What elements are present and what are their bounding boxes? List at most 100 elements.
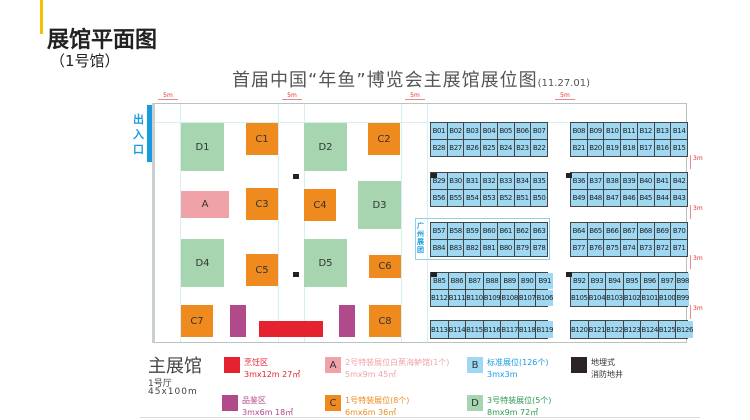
booth-b88[interactable]: B88	[483, 273, 501, 289]
booth-b14[interactable]: B14	[671, 123, 687, 139]
booth-b107[interactable]: B107	[518, 290, 536, 306]
booth-b34[interactable]: B34	[514, 173, 531, 189]
booth-b115[interactable]: B115	[466, 321, 483, 338]
booth-b87[interactable]: B87	[466, 273, 483, 289]
booth-b41[interactable]: B41	[654, 173, 671, 189]
tasting-area[interactable]	[230, 305, 246, 337]
booth-b62[interactable]: B62	[514, 223, 531, 239]
booth-b109[interactable]: B109	[483, 290, 501, 306]
booth-b104[interactable]: B104	[588, 290, 606, 306]
booth-c7[interactable]: C7	[181, 305, 213, 337]
booth-b06[interactable]: B06	[514, 123, 531, 139]
booth-b38[interactable]: B38	[604, 173, 621, 189]
booth-b99[interactable]: B99	[676, 290, 689, 306]
booth-b120[interactable]: B120	[571, 321, 588, 338]
booth-b64[interactable]: B64	[571, 223, 587, 239]
booth-b67[interactable]: B67	[621, 223, 637, 239]
booth-b113[interactable]: B113	[431, 321, 448, 338]
booth-b97[interactable]: B97	[658, 273, 676, 289]
booth-d3[interactable]: D3	[358, 181, 401, 229]
booth-b60[interactable]: B60	[481, 223, 497, 239]
booth-b16[interactable]: B16	[654, 140, 671, 156]
booth-b106[interactable]: B106	[536, 290, 553, 306]
booth-c2[interactable]: C2	[368, 123, 400, 155]
booth-c1[interactable]: C1	[246, 123, 278, 155]
booth-b53[interactable]: B53	[481, 190, 497, 206]
booth-c6[interactable]: C6	[369, 255, 401, 278]
booth-b72[interactable]: B72	[654, 240, 671, 256]
booth-b58[interactable]: B58	[447, 223, 464, 239]
booth-b30[interactable]: B30	[447, 173, 464, 189]
booth-b117[interactable]: B117	[501, 321, 518, 338]
booth-b15[interactable]: B15	[671, 140, 687, 156]
booth-b45[interactable]: B45	[637, 190, 654, 206]
booth-b65[interactable]: B65	[587, 223, 604, 239]
booth-b07[interactable]: B07	[531, 123, 547, 139]
booth-b96[interactable]: B96	[641, 273, 658, 289]
booth-b59[interactable]: B59	[464, 223, 481, 239]
booth-b90[interactable]: B90	[518, 273, 536, 289]
booth-b09[interactable]: B09	[587, 123, 604, 139]
booth-b100[interactable]: B100	[658, 290, 676, 306]
booth-b49[interactable]: B49	[571, 190, 587, 206]
booth-b95[interactable]: B95	[623, 273, 641, 289]
booth-b71[interactable]: B71	[671, 240, 687, 256]
booth-b92[interactable]: B92	[571, 273, 588, 289]
booth-b31[interactable]: B31	[464, 173, 481, 189]
booth-b13[interactable]: B13	[654, 123, 671, 139]
booth-b24[interactable]: B24	[497, 140, 514, 156]
booth-b81[interactable]: B81	[481, 240, 497, 256]
booth-b119[interactable]: B119	[536, 321, 553, 338]
booth-b63[interactable]: B63	[531, 223, 547, 239]
booth-b46[interactable]: B46	[621, 190, 637, 206]
booth-b28[interactable]: B28	[431, 140, 447, 156]
booth-c4[interactable]: C4	[304, 189, 336, 221]
booth-b25[interactable]: B25	[481, 140, 497, 156]
booth-b82[interactable]: B82	[464, 240, 481, 256]
booth-b44[interactable]: B44	[654, 190, 671, 206]
booth-b79[interactable]: B79	[514, 240, 531, 256]
booth-b20[interactable]: B20	[587, 140, 604, 156]
booth-b69[interactable]: B69	[654, 223, 671, 239]
booth-b84[interactable]: B84	[431, 240, 447, 256]
booth-b08[interactable]: B08	[571, 123, 587, 139]
booth-b94[interactable]: B94	[606, 273, 623, 289]
booth-b03[interactable]: B03	[464, 123, 481, 139]
booth-b19[interactable]: B19	[604, 140, 621, 156]
booth-c8[interactable]: C8	[369, 305, 401, 337]
booth-b111[interactable]: B111	[448, 290, 466, 306]
booth-b21[interactable]: B21	[571, 140, 587, 156]
booth-c5[interactable]: C5	[246, 254, 278, 286]
booth-b75[interactable]: B75	[604, 240, 621, 256]
booth-b101[interactable]: B101	[641, 290, 658, 306]
booth-b57[interactable]: B57	[431, 223, 447, 239]
booth-b110[interactable]: B110	[466, 290, 483, 306]
booth-b22[interactable]: B22	[531, 140, 547, 156]
booth-b33[interactable]: B33	[497, 173, 514, 189]
booth-b73[interactable]: B73	[637, 240, 654, 256]
booth-b12[interactable]: B12	[637, 123, 654, 139]
booth-b52[interactable]: B52	[497, 190, 514, 206]
tasting-area[interactable]	[339, 305, 355, 337]
booth-b80[interactable]: B80	[497, 240, 514, 256]
booth-b23[interactable]: B23	[514, 140, 531, 156]
booth-b70[interactable]: B70	[671, 223, 687, 239]
booth-b83[interactable]: B83	[447, 240, 464, 256]
booth-b108[interactable]: B108	[501, 290, 518, 306]
booth-b55[interactable]: B55	[447, 190, 464, 206]
booth-a[interactable]: A	[181, 191, 229, 218]
booth-b35[interactable]: B35	[531, 173, 547, 189]
booth-b76[interactable]: B76	[587, 240, 604, 256]
booth-b42[interactable]: B42	[671, 173, 687, 189]
booth-b56[interactable]: B56	[431, 190, 447, 206]
booth-b68[interactable]: B68	[637, 223, 654, 239]
booth-b27[interactable]: B27	[447, 140, 464, 156]
entrance-marker[interactable]	[147, 105, 152, 162]
booth-b51[interactable]: B51	[514, 190, 531, 206]
booth-d5[interactable]: D5	[304, 239, 347, 287]
booth-b61[interactable]: B61	[497, 223, 514, 239]
booth-b86[interactable]: B86	[448, 273, 466, 289]
booth-b77[interactable]: B77	[571, 240, 587, 256]
booth-b17[interactable]: B17	[637, 140, 654, 156]
booth-b98[interactable]: B98	[676, 273, 689, 289]
